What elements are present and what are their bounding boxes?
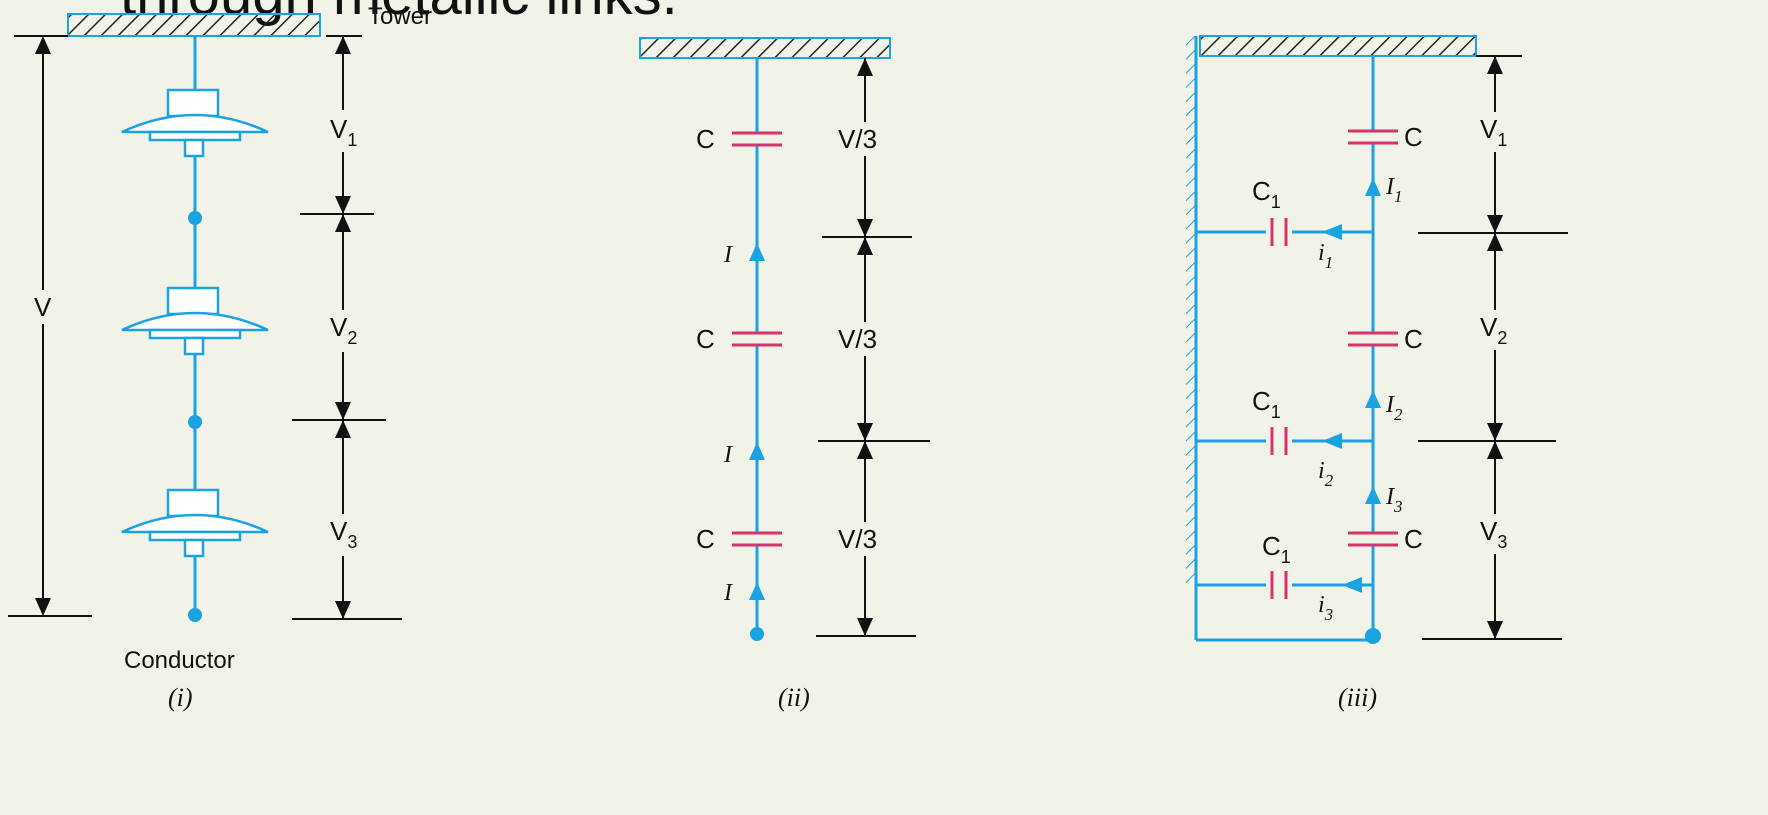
series-cap-label-3: C (1404, 524, 1423, 554)
tower-body (1186, 36, 1196, 586)
shunt-capacitor-2 (1266, 425, 1292, 457)
cap-label-3: C (696, 524, 715, 554)
v2-label: V2 (330, 312, 357, 348)
link-dot-2 (188, 415, 202, 429)
shunt-capacitor-3 (1266, 569, 1292, 601)
caption-iii: (iii) (1338, 683, 1377, 712)
shunt-cap-label-2: C1 (1252, 386, 1281, 422)
capacitor-2 (730, 331, 784, 347)
current-label-1: I (723, 242, 733, 268)
series-capacitor-3 (1346, 531, 1400, 547)
series-current-3: I3 (1385, 484, 1403, 516)
current-label-2: I (723, 442, 733, 468)
tower-label: Tower (368, 3, 432, 30)
total-voltage-label: V (34, 292, 52, 322)
current-arrow-1 (749, 243, 765, 261)
figure-iii: C C C C1 C1 C1 I1 (1186, 35, 1568, 712)
v1-label: V1 (330, 114, 357, 150)
series-arrow-3 (1365, 486, 1381, 504)
current-arrow-2 (749, 442, 765, 460)
link-dot-1 (188, 211, 202, 225)
current-label-3: I (723, 580, 733, 606)
series-arrow-2 (1365, 390, 1381, 408)
shunt-current-3: i3 (1318, 592, 1333, 624)
tower-crossarm-3 (1199, 35, 1477, 57)
shunt-capacitor-1 (1266, 216, 1292, 248)
shunt-arrow-3 (1342, 577, 1362, 593)
v3-fraction-2: V/3 (838, 324, 877, 354)
tower-crossarm-2 (639, 37, 891, 59)
shunt-current-2: i2 (1318, 458, 1334, 490)
current-arrow-3 (749, 582, 765, 600)
series-cap-label-1: C (1404, 122, 1423, 152)
series-current-1: I1 (1385, 174, 1403, 206)
shunt-current-1: i1 (1318, 240, 1333, 272)
conductor-dot-3 (1365, 628, 1381, 644)
shunt-cap-label-1: C1 (1252, 176, 1281, 212)
conductor-dot-2 (750, 627, 764, 641)
v3-label: V3 (330, 516, 357, 552)
shunt-arrow-1 (1322, 224, 1342, 240)
conductor-label: Conductor (124, 647, 235, 674)
shunt-arrow-2 (1322, 433, 1342, 449)
v3-fraction-3: V/3 (838, 524, 877, 554)
caption-i: (i) (168, 683, 193, 712)
tower-crossarm (67, 13, 321, 37)
insulator-disc-1 (121, 88, 269, 158)
shunt-cap-label-3: C1 (1262, 531, 1291, 567)
capacitor-1 (730, 131, 784, 147)
caption-ii: (ii) (778, 683, 810, 712)
figure-i: Tower V (8, 3, 432, 712)
series-arrow-1 (1365, 178, 1381, 196)
series-capacitor-2 (1346, 331, 1400, 347)
insulator-disc-3 (121, 488, 269, 558)
cap-label-1: C (696, 124, 715, 154)
series-cap-label-2: C (1404, 324, 1423, 354)
capacitor-3 (730, 531, 784, 547)
v3-label-3: V3 (1480, 516, 1507, 552)
insulator-disc-2 (121, 286, 269, 356)
v2-label-3: V2 (1480, 312, 1507, 348)
series-capacitor-1 (1346, 129, 1400, 145)
v3-fraction-1: V/3 (838, 124, 877, 154)
figure-ii: C C C I I I V/3 V/3 V/3 (ii) (639, 37, 930, 712)
cap-label-2: C (696, 324, 715, 354)
conductor-dot (188, 608, 202, 622)
series-current-2: I2 (1385, 392, 1403, 424)
v1-label-3: V1 (1480, 114, 1507, 150)
